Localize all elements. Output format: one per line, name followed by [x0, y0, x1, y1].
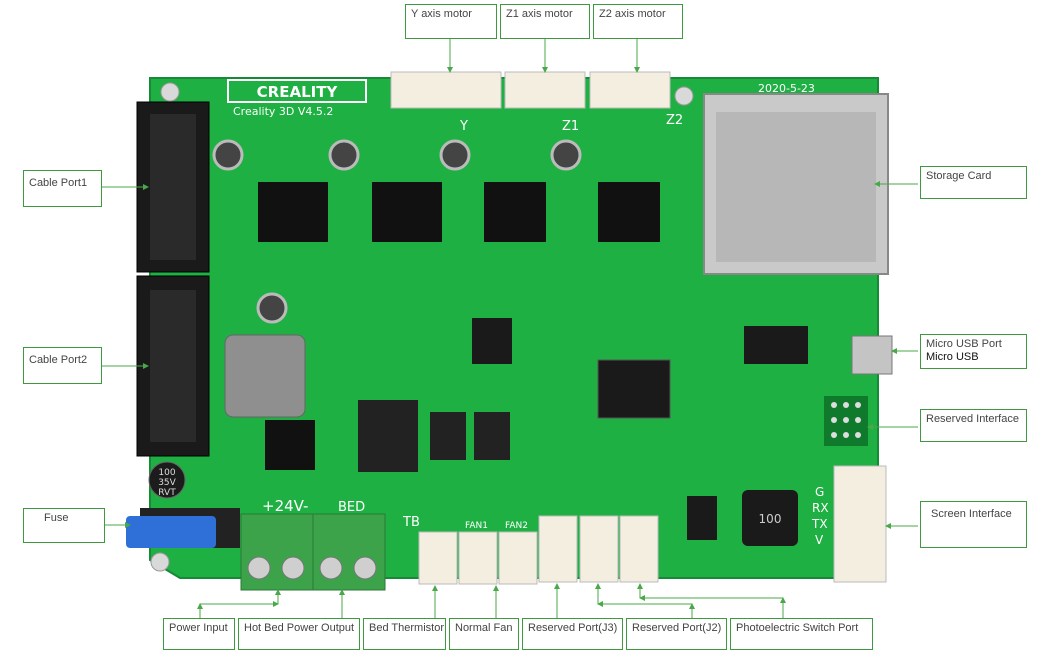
- label-z1-axis-motor: Z1 axis motor: [500, 4, 590, 39]
- brand-text: CREALITY: [257, 83, 339, 101]
- capacitor: [256, 292, 288, 324]
- svg-text:RX: RX: [812, 501, 829, 515]
- label-reserved-interface: Reserved Interface: [920, 409, 1027, 442]
- bed-thermistor-connector: [418, 531, 458, 585]
- j2-connector: [579, 515, 619, 583]
- svg-text:RVT: RVT: [158, 488, 176, 498]
- leader-lines: [101, 38, 918, 618]
- z2-motor-connector: [589, 71, 671, 109]
- screen-connector: [833, 465, 887, 583]
- label-screen-interface: Screen Interface: [920, 501, 1027, 548]
- y-motor-connector: [390, 71, 502, 109]
- svg-text:100: 100: [158, 468, 175, 478]
- fan1-connector: [458, 531, 498, 585]
- mounting-hole: [674, 86, 694, 106]
- ic-chip: [472, 318, 512, 364]
- capacitor: [328, 139, 360, 171]
- date-text: 2020-5-23: [758, 82, 815, 95]
- svg-text:Z2: Z2: [666, 113, 683, 128]
- bed-terminal: [312, 513, 386, 591]
- mounting-hole: [160, 82, 180, 102]
- mounting-hole: [150, 552, 170, 572]
- model-text: Creality 3D V4.5.2: [233, 105, 333, 118]
- j1-connector: [619, 515, 659, 583]
- svg-text:100: 100: [759, 512, 782, 526]
- driver-heatsink: [372, 182, 442, 242]
- usb-connector: [851, 335, 893, 375]
- ic-chip: [687, 496, 717, 540]
- label-z2-axis-motor: Z2 axis motor: [593, 4, 683, 39]
- svg-text:FAN1: FAN1: [465, 521, 488, 531]
- label-hot-bed-power-output: Hot Bed Power Output: [238, 618, 360, 650]
- microcontroller: [597, 359, 671, 419]
- driver-heatsink: [484, 182, 546, 242]
- svg-text:35V: 35V: [158, 478, 176, 488]
- label-cable-port-2: Cable Port2: [23, 347, 102, 384]
- svg-text:+24V-: +24V-: [262, 497, 308, 515]
- svg-text:FAN2: FAN2: [505, 521, 528, 531]
- driver-heatsink: [258, 182, 328, 242]
- creality-logo: [227, 79, 367, 103]
- label-cable-port-1: Cable Port1: [23, 170, 102, 207]
- z1-motor-connector: [504, 71, 586, 109]
- label-normal-fan: Normal Fan: [449, 618, 519, 650]
- power-terminal: [240, 513, 314, 591]
- power-inductor: [224, 334, 306, 418]
- ic-chip: [744, 326, 808, 364]
- usb-label-title: Micro USB Port: [926, 338, 1002, 350]
- label-power-input: Power Input: [163, 618, 235, 650]
- label-micro-usb-port: Micro USB Port Micro USB: [920, 334, 1027, 369]
- mosfet: [474, 412, 510, 460]
- label-storage-card: Storage Card: [920, 166, 1027, 199]
- svg-text:TB: TB: [402, 515, 420, 530]
- usb-label-sub: Micro USB: [926, 351, 979, 363]
- label-reserved-port-j2: Reserved Port(J2): [626, 618, 727, 650]
- svg-text:V: V: [815, 533, 824, 547]
- svg-text:G: G: [815, 485, 824, 499]
- fan2-connector: [498, 531, 538, 585]
- mosfet: [430, 412, 466, 460]
- reserved-header: [824, 396, 868, 446]
- svg-text:Z1: Z1: [562, 119, 579, 134]
- svg-text:TX: TX: [811, 517, 828, 531]
- capacitor: [212, 139, 244, 171]
- capacitor: [550, 139, 582, 171]
- bulk-capacitor: [148, 461, 186, 499]
- label-photoelectric-switch-port: Photoelectric Switch Port: [730, 618, 873, 650]
- label-fuse: Fuse: [23, 508, 105, 543]
- label-reserved-port-j3: Reserved Port(J3): [522, 618, 623, 650]
- j3-connector: [538, 515, 578, 583]
- label-y-axis-motor: Y axis motor: [405, 4, 497, 39]
- svg-text:Y: Y: [459, 119, 468, 134]
- fuse-blade: [126, 516, 216, 548]
- buck-inductor: [742, 490, 798, 546]
- svg-text:BED: BED: [338, 500, 365, 515]
- capacitor: [439, 139, 471, 171]
- mosfet: [358, 400, 418, 472]
- heatsink-small: [265, 420, 315, 470]
- label-bed-thermistor: Bed Thermistor: [363, 618, 446, 650]
- driver-heatsink: [598, 182, 660, 242]
